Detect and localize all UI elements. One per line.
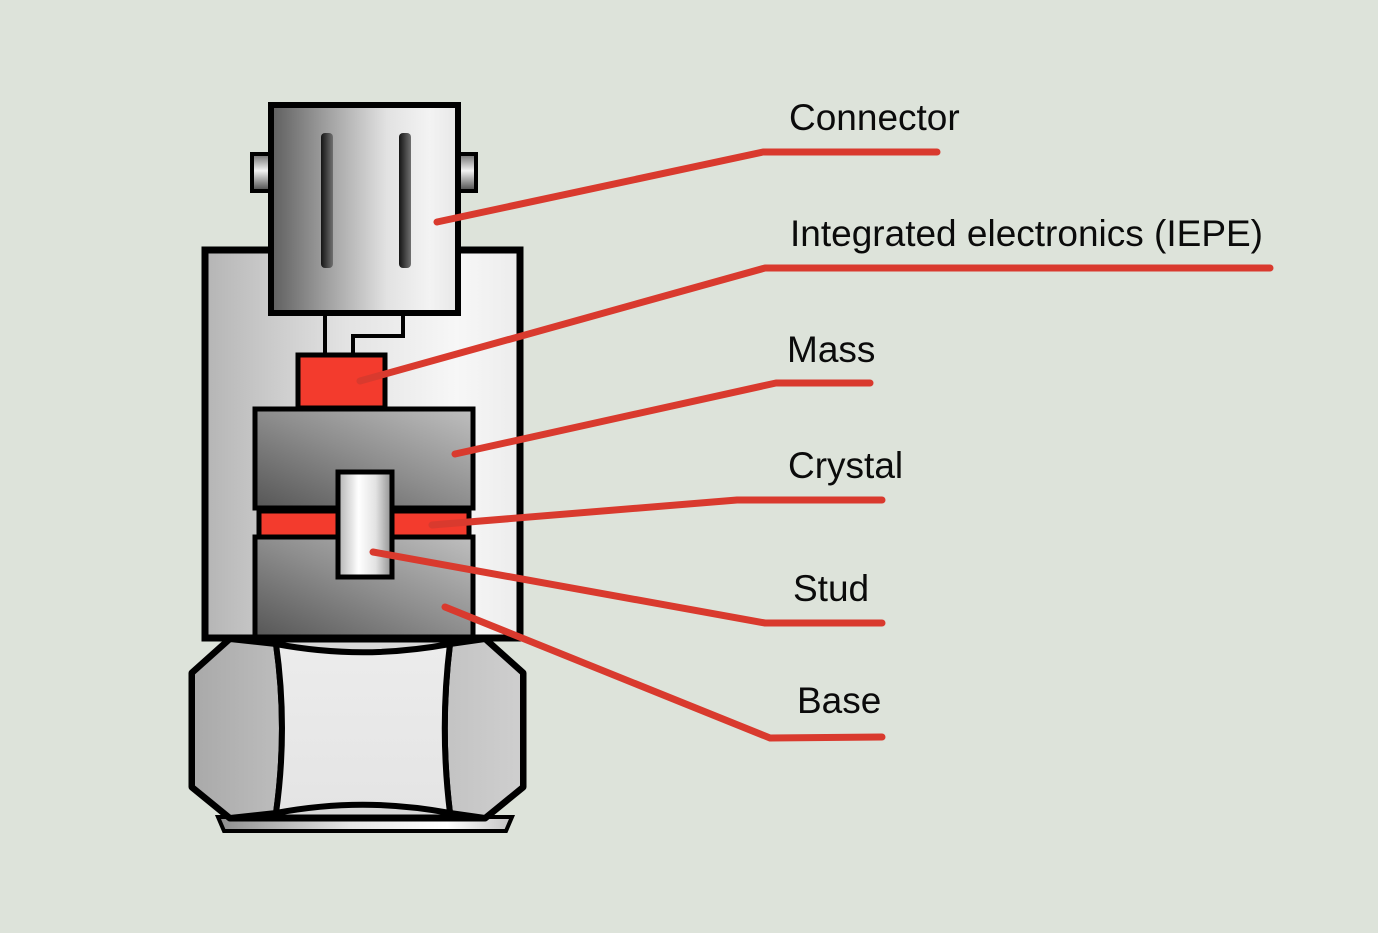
- hex-nut-facet-left: [189, 636, 285, 821]
- connector-leader-line: [433, 148, 941, 226]
- label-base: Base: [797, 680, 882, 721]
- label-stud: Stud: [793, 568, 870, 609]
- hex-nut-facet-center: [273, 641, 453, 816]
- electronics-leader-line: [356, 264, 1274, 385]
- mass-leader-line: [451, 379, 874, 458]
- electronics-shape: [295, 352, 388, 411]
- stud-shape: [335, 469, 395, 580]
- connector-pin-right: [399, 133, 411, 268]
- label-connector: Connector: [789, 97, 960, 138]
- leader-lines: [356, 148, 1274, 742]
- accelerometer-assembly: [188, 102, 527, 833]
- crystal-leader-line: [428, 496, 886, 529]
- base-shape: [252, 534, 476, 640]
- hex-nut: [188, 635, 527, 822]
- label-mass: Mass: [787, 329, 876, 370]
- connector-pin-left: [321, 133, 333, 268]
- base-leader-line: [441, 603, 886, 742]
- hex-nut-facet-right: [441, 636, 526, 821]
- connector-shape: [268, 102, 461, 316]
- stud-leader-line: [369, 548, 886, 627]
- label-electronics: Integrated electronics (IEPE): [790, 213, 1263, 254]
- label-crystal: Crystal: [788, 445, 904, 486]
